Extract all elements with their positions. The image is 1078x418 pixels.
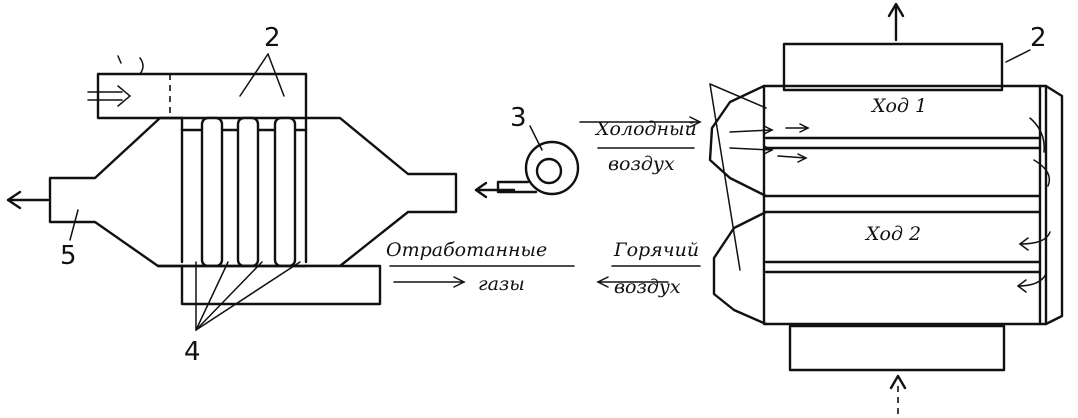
fan [474,125,580,199]
tube-elements [200,116,297,268]
label-2: 2 [264,23,281,53]
numeric-labels: 2 3 4 5 2 [60,23,1047,367]
hot-air-caption-2: воздух [614,276,681,298]
tube-element [236,116,260,268]
outlet-arrow [6,190,50,210]
outlet-cone [48,116,184,268]
pass-2-label: Ход 2 [864,223,921,245]
flow-arrows [729,117,1051,293]
cold-air-caption-2: воздух [608,153,675,175]
tube-element [273,116,297,268]
right-unit: Ход 1 Ход 2 [708,2,1064,414]
exhaust-caption-1: Отработанные [386,239,547,261]
inlet-flow-arrow [87,85,132,107]
left-unit [6,53,458,331]
captions: Холодный воздух Отработанные газы Горячи… [386,116,702,298]
inlet-duct [96,72,308,120]
cold-air-caption-1: Холодный [594,118,697,140]
label-5: 5 [60,241,77,271]
exhaust-caption-2: газы [478,273,525,295]
label-4: 4 [184,337,201,367]
pass-1-label: Ход 1 [870,95,927,117]
top-collector [782,42,1004,92]
right-cone [304,116,458,268]
bottom-inlet-arrow [889,374,907,414]
hot-air-caption-1: Горячий [613,239,699,261]
tube-element [200,116,224,268]
label-2-right: 2 [1030,23,1047,53]
bottom-collector [788,324,1006,372]
label-3: 3 [510,103,527,133]
top-outlet-arrow [887,2,905,42]
label-4-leaders [195,261,301,331]
